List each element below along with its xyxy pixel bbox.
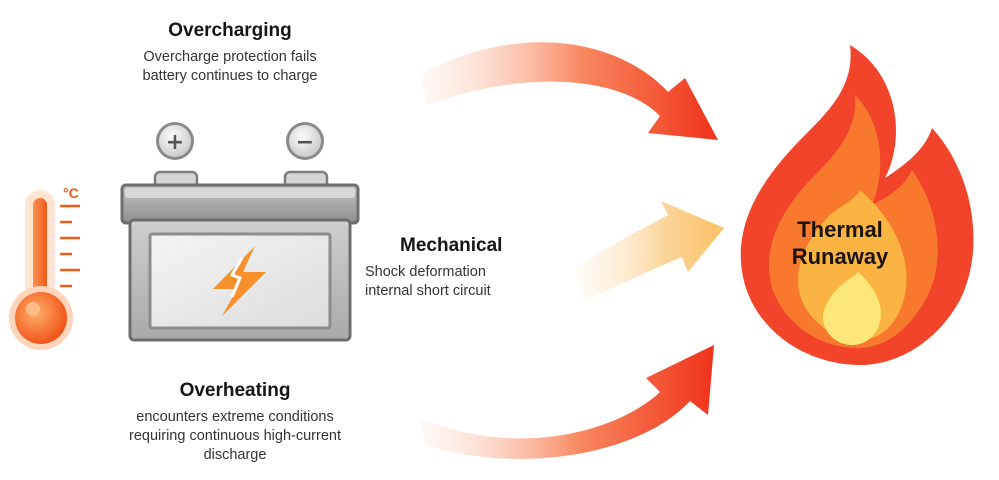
overheating-arrow <box>420 345 714 459</box>
thermal-runaway-line-1: Thermal <box>797 217 883 242</box>
mechanical-line-2: internal short circuit <box>365 283 491 299</box>
negative-terminal-icon: − <box>286 122 324 160</box>
mechanical-line-1: Shock deformation <box>365 264 486 280</box>
lightning-bolt-icon <box>213 246 266 316</box>
overcharging-line-2: battery continues to charge <box>142 68 318 84</box>
overcharging-line-1: Overcharge protection fails <box>143 49 317 65</box>
flame-icon <box>740 45 974 365</box>
overheating-line-2: requiring continuous high-current <box>129 428 341 444</box>
battery-icon: + − <box>120 122 360 342</box>
positive-terminal-icon: + <box>156 122 194 160</box>
mechanical-arrow <box>575 201 724 300</box>
mechanical-cause: Mechanical Shock deformation internal sh… <box>365 235 545 301</box>
thermometer-icon: °C <box>9 185 80 350</box>
overheating-line-3: discharge <box>203 447 267 463</box>
negative-symbol: − <box>296 130 314 155</box>
overcharging-cause: Overcharging Overcharge protection fails… <box>100 20 360 86</box>
overheating-cause: Overheating encounters extreme condition… <box>90 380 380 465</box>
overheating-line-1: encounters extreme conditions <box>136 409 334 425</box>
positive-symbol: + <box>166 130 184 155</box>
thermal-runaway-label: Thermal Runaway <box>770 216 910 270</box>
mechanical-title: Mechanical <box>400 235 503 256</box>
overheating-title: Overheating <box>179 380 291 401</box>
thermal-runaway-line-2: Runaway <box>791 244 889 269</box>
overcharging-title: Overcharging <box>168 20 292 41</box>
overcharging-arrow <box>420 42 718 140</box>
celsius-unit: °C <box>63 185 79 201</box>
